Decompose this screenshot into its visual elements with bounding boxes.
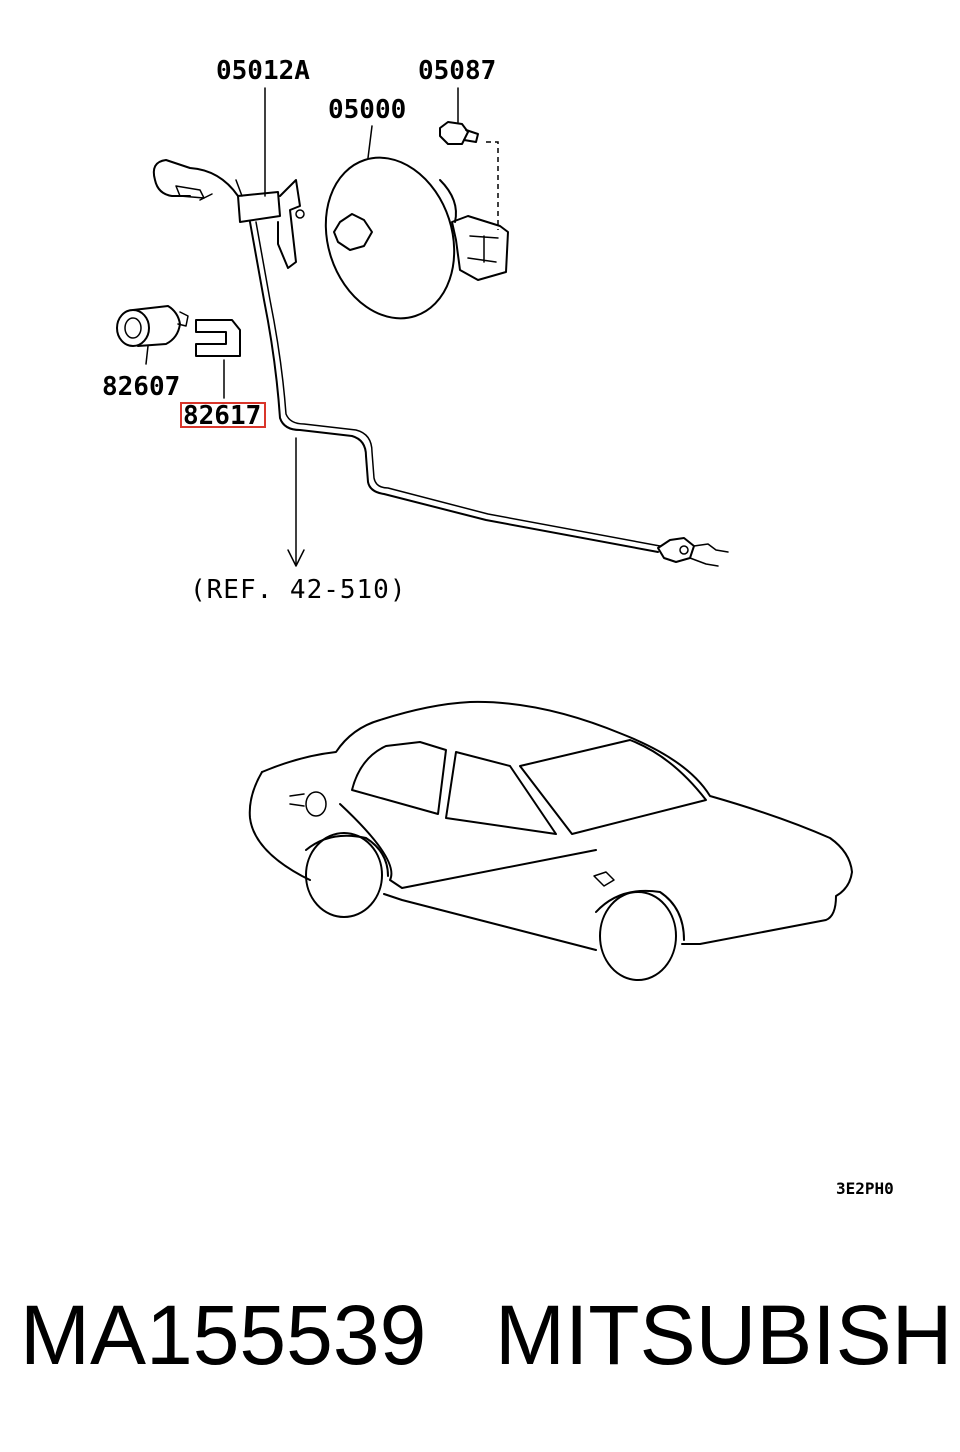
opener-bracket-drawing (152, 87, 305, 269)
lock-cylinder-drawing (116, 305, 189, 365)
highlight-box (180, 402, 266, 428)
parts-diagram: 05012A 05087 05000 82607 82617 (REF. 42-… (102, 56, 894, 1198)
label-clip: 82617 (183, 401, 261, 431)
part-footer: MA155539 MITSUBISHI (0, 1285, 960, 1395)
bolt-drawing (439, 87, 499, 230)
label-fuel-lid: 05000 (328, 95, 406, 125)
parts-diagram-svg: 05012A 05087 05000 82607 82617 (REF. 42-… (102, 56, 894, 1198)
car-outline-drawing (248, 700, 853, 981)
brand-name: MITSUBISHI (495, 1288, 960, 1382)
label-bolt: 05087 (418, 56, 496, 86)
figure-code: 3E2PH0 (836, 1179, 894, 1198)
fuel-lid-drawing (324, 125, 509, 320)
label-bracket: 05012A (216, 56, 310, 86)
part-number: MA155539 (20, 1288, 427, 1382)
release-cable-drawing (249, 221, 729, 567)
reference-arrow (287, 437, 305, 567)
reference-note: (REF. 42-510) (190, 575, 407, 605)
clip-drawing (195, 319, 241, 399)
label-lock-cylinder: 82607 (102, 372, 180, 402)
